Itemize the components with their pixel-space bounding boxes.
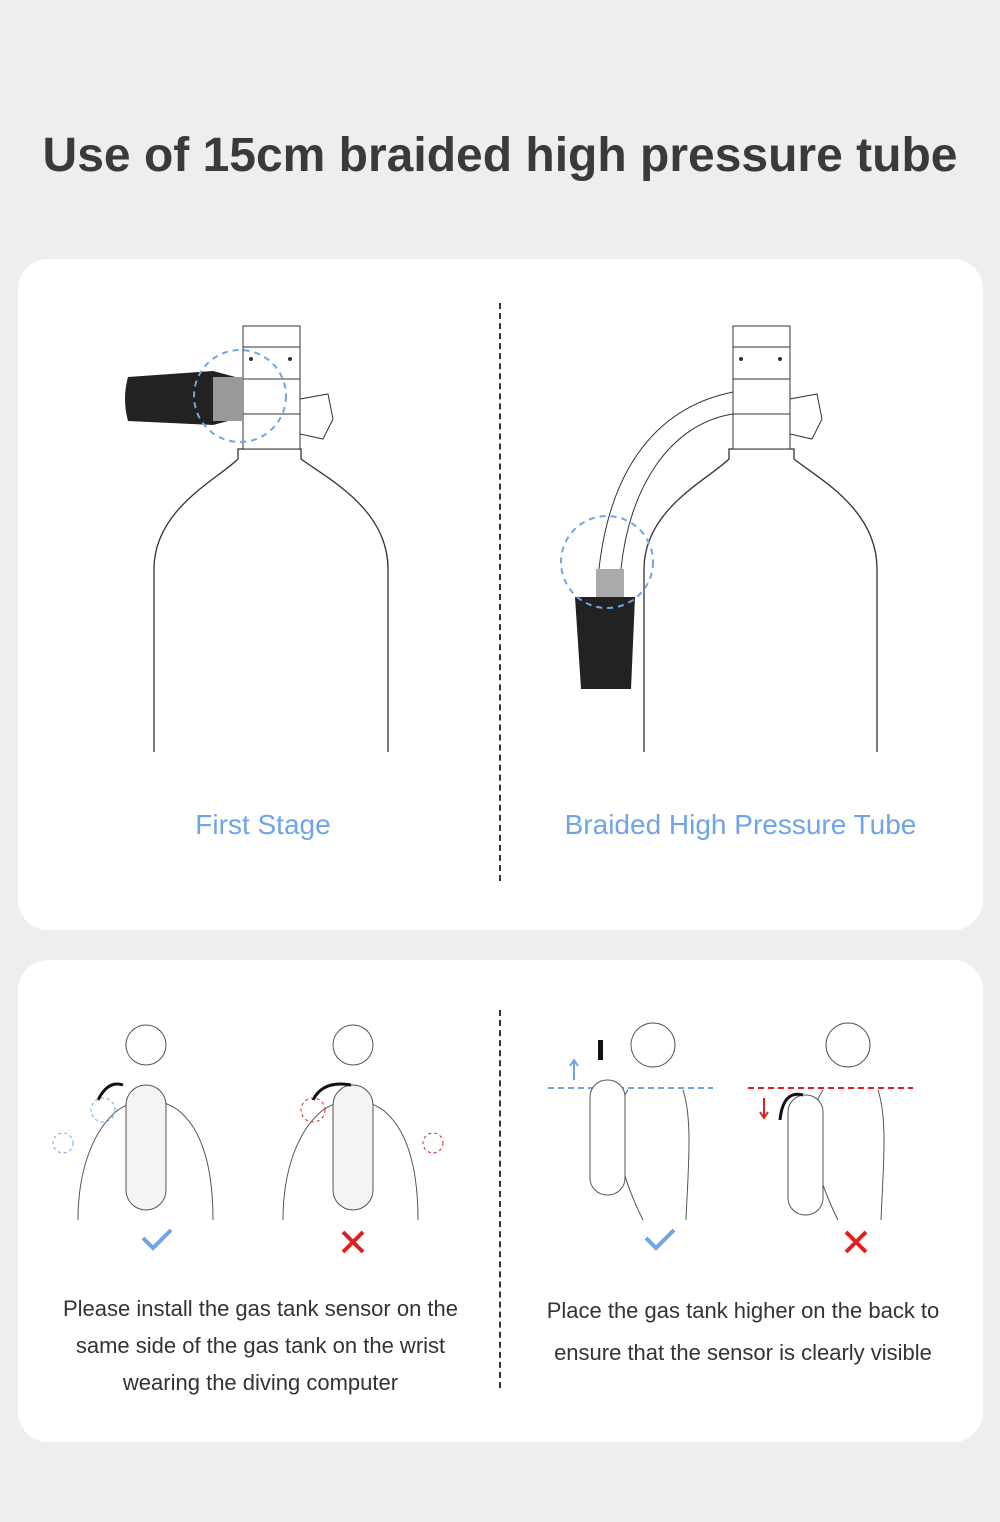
divider <box>499 303 501 881</box>
bottom-panel: Please install the gas tank sensor on th… <box>18 960 983 1442</box>
page-title: Use of 15cm braided high pressure tube <box>42 129 958 182</box>
wrong-height-illustration <box>748 1022 913 1254</box>
correct-height-illustration <box>548 1022 713 1251</box>
text-line: wearing the diving computer <box>122 1370 399 1395</box>
first-stage-illustration <box>125 325 389 752</box>
first-stage-label: First Stage <box>195 809 331 840</box>
text-line: Please install the gas tank sensor on th… <box>62 1296 459 1321</box>
text-line: ensure that the sensor is clearly visibl… <box>554 1340 932 1365</box>
wrong-wrist-side-illustration <box>282 1024 444 1254</box>
wrist-side-instruction: Please install the gas tank sensor on th… <box>28 1290 493 1401</box>
correct-wrist-side-illustration <box>52 1024 214 1251</box>
text-line: same side of the gas tank on the wrist <box>75 1333 446 1358</box>
tank-height-instruction: Place the gas tank higher on the back to… <box>513 1290 973 1374</box>
text-line: Place the gas tank higher on the back to <box>546 1298 940 1323</box>
top-panel: First Stage Braided High Pressure Tube <box>18 259 983 930</box>
divider <box>499 1010 501 1388</box>
braided-tube-label: Braided High Pressure Tube <box>564 809 917 840</box>
braided-tube-illustration <box>560 325 878 752</box>
